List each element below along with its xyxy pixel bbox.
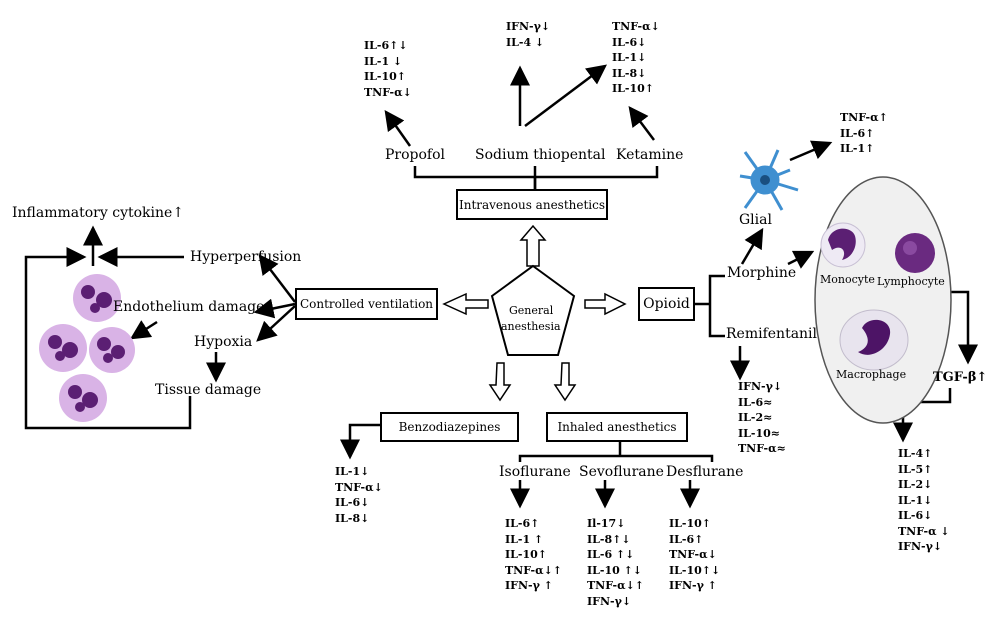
effect-item: Il-17↓ [587,517,626,530]
remifentanil-label: Remifentanil [726,326,818,342]
effect-item: IFN-γ ↑ [669,579,717,592]
effect-item: IL-6↑ [840,126,875,140]
effect-item: TNF-α≈ [738,442,786,455]
desflurane-label: Desflurane [666,464,744,480]
effect-item: IL-4↑ [898,447,933,460]
isoflurane-effects: IL-6↑ IL-1 ↑ IL-10↑ TNF-α↓↑ IFN-γ ↑ [505,516,562,594]
effect-item: IL-8↑↓ [587,532,631,546]
effect-item: IL-10↑↓ [669,563,721,577]
effect-item: IL-5↑ [898,462,933,476]
hyperperfusion-label: Hyperperfusion [190,249,302,265]
effect-item: IL-10↑ [505,548,547,561]
effect-item: IFN-γ↓ [506,20,551,33]
effect-item: TNF-α↓ [669,548,717,561]
desflurane-effects: IL-10↑ IL-6↑ TNF-α↓ IL-10↑↓ IFN-γ ↑ [669,516,720,594]
benzodiazepines-box: Benzodiazepines [380,412,519,442]
ventilation-box: Controlled ventilation [295,288,438,320]
effect-item: IL-10 ↑↓ [587,563,643,577]
effect-item: IL-1↓ [898,493,933,507]
effect-item: TNF-α↑ [840,111,888,124]
sevoflurane-effects: Il-17↓ IL-8↑↓ IL-6 ↑↓ IL-10 ↑↓ TNF-α↓↑ I… [587,516,644,609]
effect-item: IL-10↑ [612,82,654,95]
arrow-to-intravenous [519,224,547,267]
inhaled-box: Inhaled anesthetics [546,412,688,442]
ketamine-label: Ketamine [616,147,684,163]
effect-item: TNF-α↓ [364,85,412,99]
neutrophil-cell [59,374,107,422]
effect-item: TNF-α↓ [612,20,660,33]
immune-cell-ellipse [814,176,952,424]
effect-item: IL-4 ↓ [506,35,545,49]
macrophage-label: Macrophage [836,368,907,381]
inflammatory-cytokine-label: Inflammatory cytokine↑ [12,205,185,221]
propofol-label: Propofol [385,147,446,163]
propofol-effects: IL-6↑↓ IL-1 ↓ IL-10↑ TNF-α↓ [364,38,412,100]
thiopental-label: Sodium thiopental [475,147,606,163]
tgf-beta-label: TGF-β↑ [933,370,988,385]
effect-item: IFN-γ ↑ [505,579,553,592]
lymphocyte-cell [895,233,935,273]
effect-item: IL-1↓ [335,465,370,478]
sevoflurane-label: Sevoflurane [579,464,664,480]
effect-item: IL-6↓ [612,35,647,49]
center-pentagon [490,264,576,356]
effect-item: IL-6↑ [505,517,540,530]
effect-item: TNF-α ↓ [898,524,950,538]
effect-item: IL-6≈ [738,395,773,409]
neutrophil-cell [39,324,87,372]
macrophage-cell [839,309,909,371]
center-label-line1: General [509,304,554,317]
effect-item: IL-2≈ [738,411,773,424]
ketamine-effects: TNF-α↓ IL-6↓ IL-1↓ IL-8↓ IL-10↑ [612,19,660,97]
effect-item: TNF-α↓↑ [505,563,563,577]
opioid-box: Opioid [638,287,695,321]
arrow-to-inhaled [553,362,577,402]
tissue-damage-label: Tissue damage [155,382,262,398]
effect-item: IL-6 ↑↓ [587,548,635,561]
tgf-effects: IL-4↑ IL-5↑ IL-2↓ IL-1↓ IL-6↓ TNF-α ↓ IF… [898,446,950,555]
effect-item: IL-8↓ [335,511,370,525]
monocyte-cell [820,222,866,268]
endothelium-damage-label: Endothelium damage [113,299,265,315]
effect-item: IFN-γ↓ [898,540,943,553]
effect-item: IL-8↓ [612,66,647,80]
effect-item: IL-2↓ [898,478,933,491]
effect-item: IL-1 ↑ [505,532,544,546]
glial-cell [739,149,799,211]
lymphocyte-label: Lymphocyte [877,275,945,288]
effect-item: IL-6↓ [335,496,370,509]
isoflurane-label: Isoflurane [499,464,571,480]
neutrophil-cell [89,327,135,373]
benzodiazepines-effects: IL-1↓ TNF-α↓ IL-6↓ IL-8↓ [335,464,383,526]
intravenous-box: Intravenous anesthetics [456,189,608,220]
effect-item: IFN-γ↓ [738,380,783,393]
glial-effects: TNF-α↑ IL-6↑ IL-1↑ [840,110,888,157]
effect-item: IFN-γ↓ [587,594,632,608]
effect-item: IL-6↑↓ [364,39,408,52]
remifentanil-effects: IFN-γ↓ IL-6≈ IL-2≈ IL-10≈ TNF-α≈ [738,379,786,457]
effect-item: IL-1↓ [612,51,647,64]
effect-item: IL-10↑ [669,517,711,530]
arrow-to-opioid [584,292,627,316]
arrow-to-benzodiazepines [488,362,512,402]
effect-item: IL-10≈ [738,426,780,440]
effect-item: IL-1↑ [840,142,875,155]
effect-item: IL-6↑ [669,532,704,546]
effect-item: TNF-α↓ [335,480,383,494]
thiopental-effects: IFN-γ↓ IL-4 ↓ [506,19,550,50]
effect-item: IL-6↓ [898,509,933,522]
morphine-label: Morphine [727,265,797,281]
hypoxia-label: Hypoxia [194,334,253,350]
arrow-to-ventilation [442,292,489,316]
effect-item: IL-10↑ [364,70,406,83]
center-label-line2: anesthesia [501,320,561,333]
glial-label: Glial [739,212,772,228]
monocyte-label: Monocyte [820,273,875,286]
effect-item: IL-1 ↓ [364,54,403,68]
neutrophil-cell [73,274,121,322]
effect-item: TNF-α↓↑ [587,579,645,592]
